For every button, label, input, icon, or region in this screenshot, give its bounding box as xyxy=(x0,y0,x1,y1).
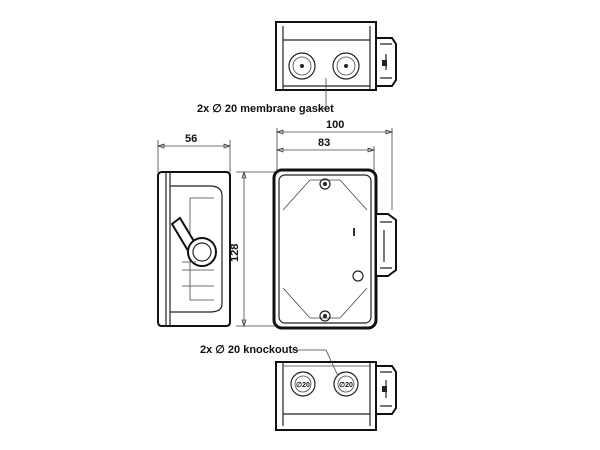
gasket-right-center xyxy=(344,64,348,68)
cover-screw-bottom xyxy=(319,310,331,322)
dim-100-text: 100 xyxy=(326,119,344,131)
indicator-lamp xyxy=(352,270,364,282)
gasket-leader-line xyxy=(317,78,327,111)
top-view-inner-frame xyxy=(282,26,371,90)
rotary-hub xyxy=(187,237,217,267)
depth-dimension: 56 xyxy=(156,133,232,172)
top-view-body xyxy=(275,21,377,91)
top-view-switch-notch xyxy=(382,60,387,66)
dim-56-text: 56 xyxy=(185,133,197,145)
membrane-gasket-label: 2x ∅ 20 membrane gasket xyxy=(197,103,334,115)
dim-128-text: 128 xyxy=(229,244,241,262)
knockout-left xyxy=(290,371,316,397)
knockout-right-label: ∅20 xyxy=(339,381,353,389)
knockout-right xyxy=(333,371,359,397)
rotary-hub-inner xyxy=(192,242,212,262)
width-dimensions: 100 83 xyxy=(275,119,394,210)
gasket-left xyxy=(288,52,316,80)
bottom-view-body xyxy=(275,361,377,431)
gasket-right-inner xyxy=(336,56,356,76)
bottom-view: ∅20 ∅20 2x ∅ 20 knockouts xyxy=(200,344,397,431)
front-view xyxy=(272,168,397,330)
cover-screw-top xyxy=(319,178,331,190)
front-view-switch xyxy=(375,213,397,277)
knockout-left-label: ∅20 xyxy=(296,381,310,389)
front-view-body xyxy=(272,168,378,330)
gasket-right xyxy=(332,52,360,80)
bottom-view-inner-frame xyxy=(282,362,371,426)
cover-bevel-lines xyxy=(282,179,368,319)
indicator-slot xyxy=(353,228,355,236)
gasket-left-center xyxy=(300,64,304,68)
gasket-left-inner xyxy=(292,56,312,76)
dim-83-text: 83 xyxy=(318,137,330,149)
side-view-cover-top xyxy=(170,185,223,313)
side-view-back-plate xyxy=(165,172,171,326)
knockouts-label: 2x ∅ 20 knockouts xyxy=(200,344,298,356)
height-dimension: 128 xyxy=(229,170,276,328)
side-view xyxy=(157,171,231,327)
front-view-inner-border xyxy=(278,174,372,324)
top-view: 2x ∅ 20 membrane gasket xyxy=(197,21,397,115)
knockout-leader-line xyxy=(292,349,339,377)
